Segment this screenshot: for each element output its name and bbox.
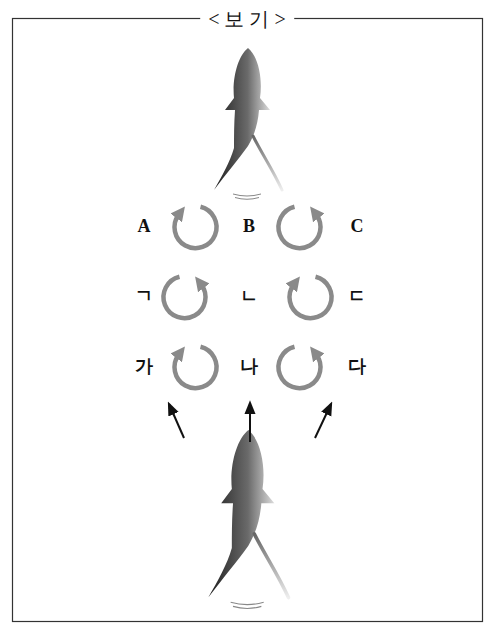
fish [214,48,282,199]
region-label: 다 [348,354,366,378]
region-label: ㄱ [135,284,153,308]
fish [208,430,288,608]
flow-arrows [169,403,331,442]
region-label: ㄷ [348,284,366,308]
title: < 보 기 > [200,6,294,33]
region-label: 가 [135,354,153,378]
region-label: 나 [240,354,258,378]
frame [13,19,483,622]
region-label: B [243,216,255,237]
vortices [163,207,331,388]
region-label: C [351,216,364,237]
region-label: ㄴ [240,284,258,308]
region-label: A [138,216,151,237]
